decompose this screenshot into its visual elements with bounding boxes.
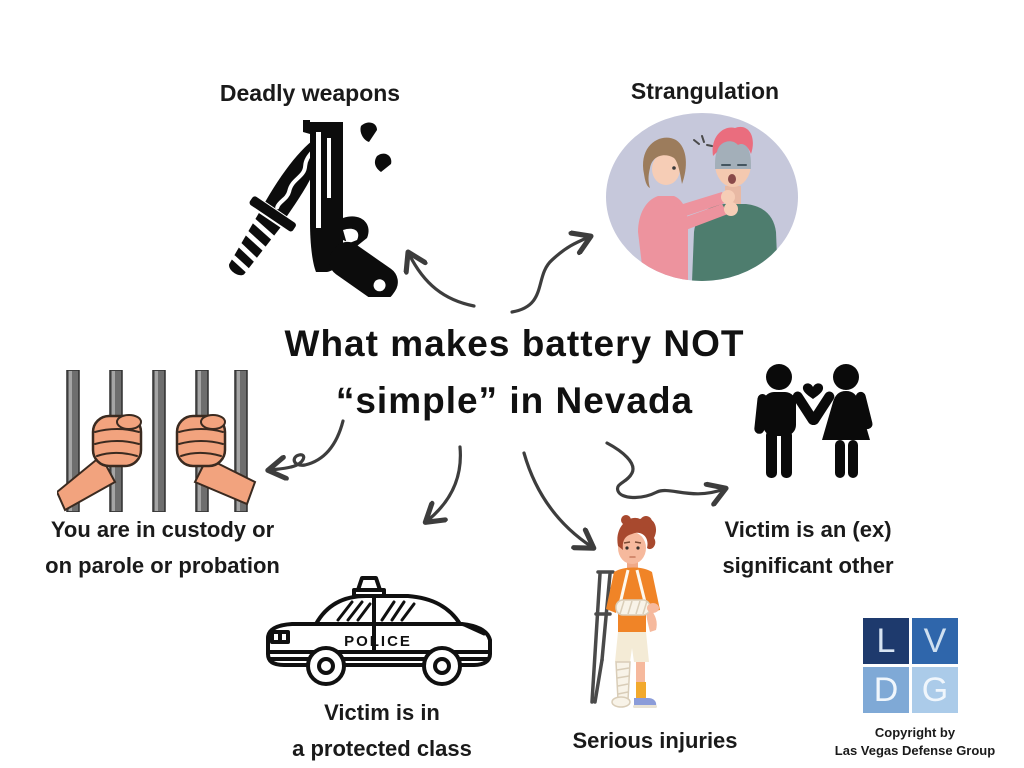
couple-with-heart-icon — [754, 364, 873, 478]
knife-and-pistol-icon — [229, 120, 398, 297]
title-line-1: What makes battery NOT — [284, 323, 745, 364]
injured-person-head — [617, 515, 657, 570]
heart-icon — [802, 383, 824, 399]
lvdg-logo: L V D G — [863, 618, 958, 713]
logo-letter-v: V — [912, 618, 958, 664]
copyright-text: Copyright by Las Vegas Defense Group — [834, 725, 996, 758]
protected-class-label: Victim is in a protected class — [292, 700, 472, 761]
arrow-to-significant-other — [605, 441, 724, 498]
title-line-2: “simple” in Nevada — [335, 380, 694, 421]
arrow-to-strangulation — [510, 237, 589, 314]
stress-marks — [693, 135, 713, 147]
pistol-icon — [303, 120, 398, 297]
injured-person-illustration — [590, 515, 660, 708]
hands-on-jail-bars-illustration — [57, 370, 257, 512]
arrow-to-protected-class — [427, 445, 462, 521]
arrow-to-deadly-weapons — [409, 254, 476, 308]
injured-person-legs — [611, 661, 657, 708]
logo-letter-g: G — [912, 667, 958, 713]
injured-person-shorts — [615, 632, 649, 662]
bullet-fragments-icon — [360, 122, 392, 172]
strangling-woman — [638, 137, 738, 281]
logo-letter-d: D — [863, 667, 909, 713]
injured-person-body — [606, 567, 660, 632]
deadly-weapons-label: Deadly weapons — [219, 80, 401, 106]
crutch — [590, 570, 615, 704]
right-fist — [175, 414, 257, 506]
page-title: What makes battery NOT “simple” in Nevad… — [212, 315, 817, 429]
left-fist — [57, 414, 143, 512]
significant-other-label: Victim is an (ex) significant other — [722, 517, 894, 578]
strangled-man — [692, 126, 778, 281]
custody-label: You are in custody or on parole or proba… — [45, 517, 280, 578]
strangulation-label: Strangulation — [630, 78, 780, 104]
strangulation-illustration — [606, 113, 798, 281]
logo-letter-l: L — [863, 618, 909, 664]
police-car-text: POLICE — [344, 633, 412, 650]
serious-injuries-label: Serious injuries — [572, 728, 738, 753]
woman-figure — [809, 364, 873, 478]
police-car-icon: POLICE — [266, 576, 492, 686]
